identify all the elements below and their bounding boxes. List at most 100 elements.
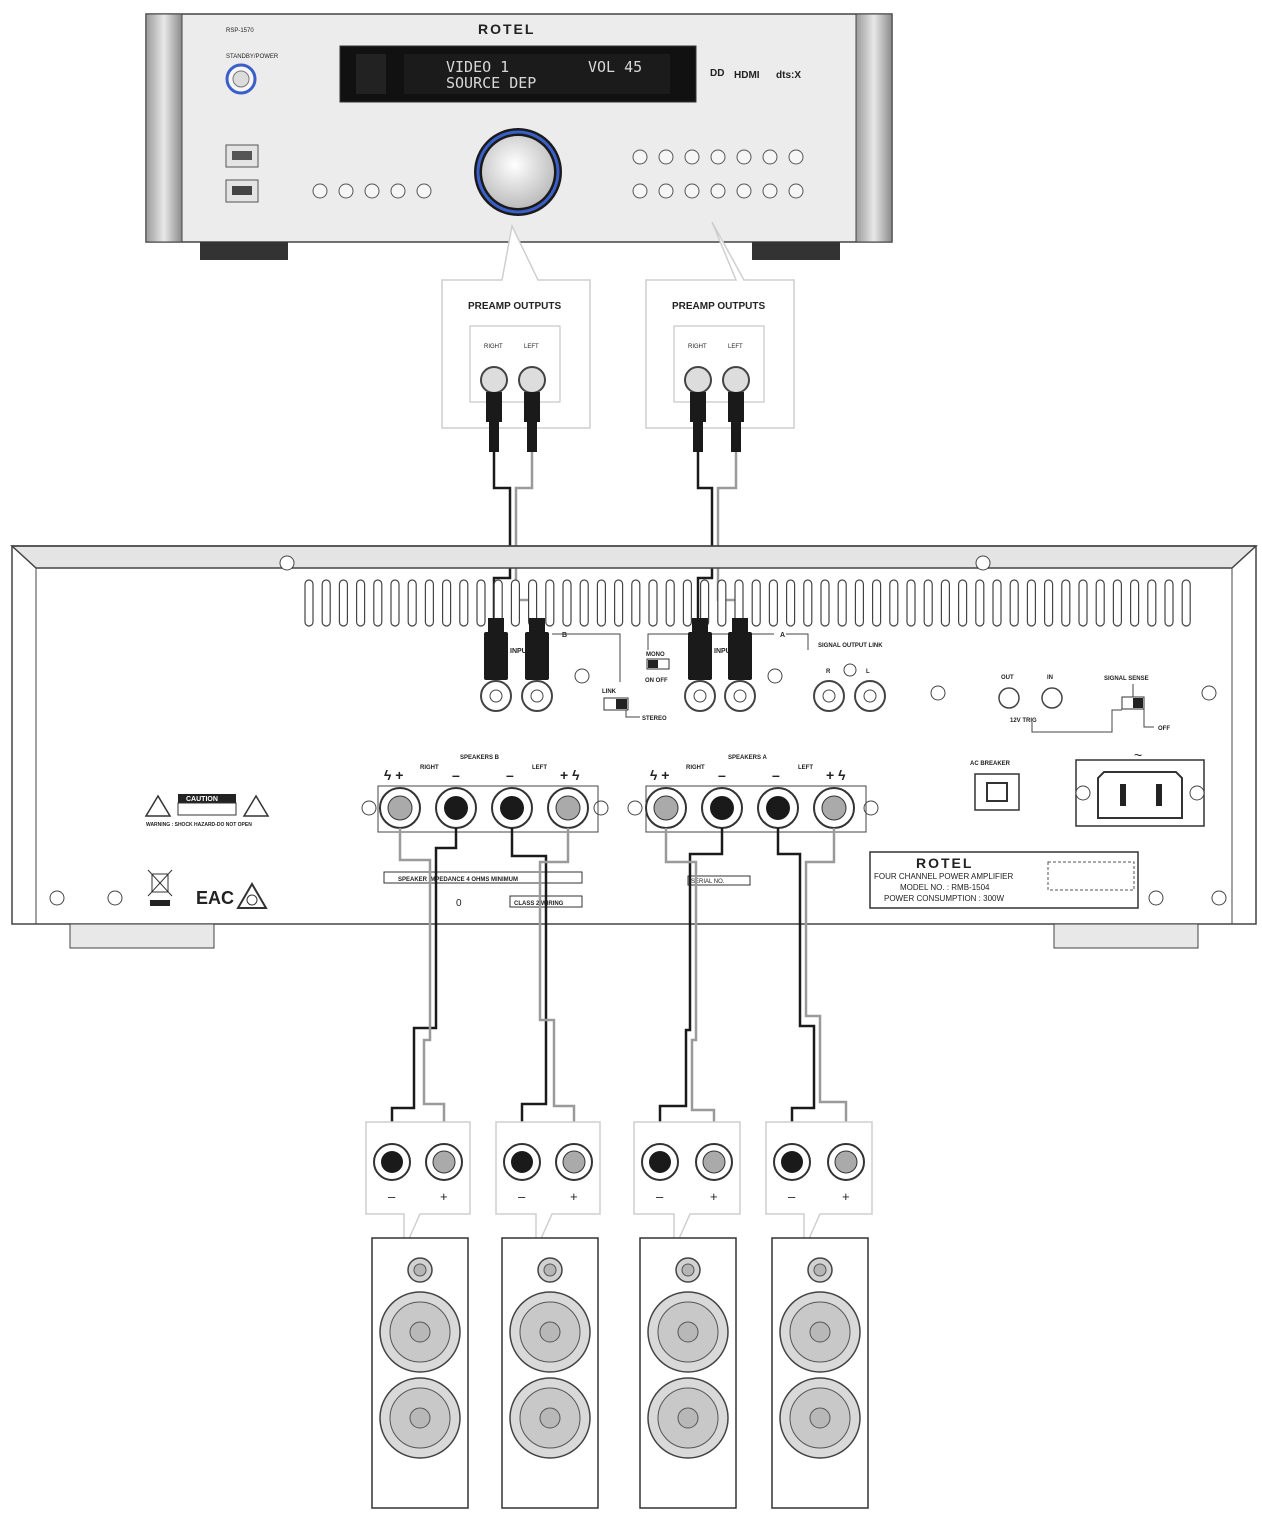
rcm-icon (236, 882, 268, 909)
rca-jack-left[interactable] (722, 366, 750, 394)
front-button[interactable] (762, 183, 778, 199)
preamp-model: RSP-1570 (226, 28, 254, 34)
svg-text:–: – (452, 767, 460, 783)
front-button[interactable] (736, 183, 752, 199)
vent-slot (940, 579, 951, 627)
callout-right-label: RIGHT (484, 344, 503, 350)
preamp-left-handle (145, 13, 183, 243)
serial-marker: 0 (456, 898, 462, 909)
rca-jack-left[interactable] (518, 366, 546, 394)
amplifier-unit: INPUT B INPUT A MONO ON OFF (10, 545, 1258, 949)
front-button[interactable] (364, 183, 380, 199)
trigger-in-jack[interactable] (1041, 687, 1063, 709)
svg-text:ϟ +: ϟ + (650, 767, 669, 783)
trigger-in-label: IN (1047, 675, 1053, 681)
display-line1: VIDEO 1 (446, 58, 509, 76)
front-button[interactable] (338, 183, 354, 199)
front-buttons-left (312, 183, 432, 199)
callout-left-label: LEFT (524, 344, 539, 350)
vent-slot (682, 579, 693, 627)
vent-slot (751, 579, 761, 627)
vent-slot (803, 579, 813, 627)
rca-plugs-top (486, 392, 744, 452)
compliance-icons: EAC 0 (147, 869, 462, 909)
trigger-out-label: OUT (1001, 675, 1014, 681)
callout-jack-panel (469, 325, 561, 403)
standby-button[interactable] (225, 63, 257, 95)
terminal-plus-label: + (570, 1189, 578, 1204)
front-button[interactable] (710, 149, 726, 165)
standby-label: STANDBY/POWER (226, 54, 279, 60)
vent-slot (957, 579, 968, 627)
vent-slot (579, 579, 589, 627)
callout-left-label: LEFT (728, 344, 743, 350)
ac-breaker-label: AC BREAKER (970, 761, 1011, 767)
front-button[interactable] (416, 183, 432, 199)
preamp-foot-right (752, 242, 840, 260)
volume-knob[interactable] (474, 128, 562, 216)
signal-sense-switch[interactable] (1121, 696, 1145, 710)
amp-rear-panel (11, 545, 1257, 925)
panel-screw (49, 555, 1227, 906)
vent-slot (1078, 579, 1088, 627)
terminal-minus-label: – (518, 1189, 526, 1204)
front-display: VIDEO 1 VOL 45 SOURCE DEP (339, 45, 697, 103)
speakers-a-left-label: LEFT (798, 765, 813, 771)
rating-plate: ROTEL FOUR CHANNEL POWER AMPLIFIER MODEL… (869, 851, 1139, 909)
input-b-label: INPUT (510, 648, 532, 655)
front-button[interactable] (736, 149, 752, 165)
speaker-terminal-callout-1: – + (365, 1121, 471, 1251)
plate-line3: POWER CONSUMPTION : 300W (884, 894, 1004, 903)
vent-slot (889, 579, 899, 627)
vent-slot (407, 579, 417, 627)
usb-port[interactable] (225, 144, 259, 168)
weee-icon (147, 869, 173, 906)
plate-brand: ROTEL (916, 855, 973, 871)
vent-slot (906, 579, 916, 627)
signal-sense-off-label: OFF (1158, 726, 1170, 732)
vent-slot (562, 579, 572, 627)
vent-slot (648, 579, 658, 627)
front-button[interactable] (658, 183, 674, 199)
front-button[interactable] (632, 149, 648, 165)
trigger-out-jack[interactable] (998, 687, 1020, 709)
ventilation-slots (304, 579, 1191, 627)
front-button[interactable] (788, 183, 804, 199)
mono-switch[interactable] (646, 658, 670, 670)
terminal-minus-label: – (788, 1189, 796, 1204)
vent-slot (596, 579, 607, 627)
front-button[interactable] (684, 183, 700, 199)
front-button[interactable] (710, 183, 726, 199)
front-button[interactable] (788, 149, 804, 165)
display-line2: SOURCE DEP (446, 74, 536, 92)
rca-plug (690, 392, 706, 422)
input-a-label: INPUT (714, 648, 736, 655)
link-label: LINK (602, 689, 617, 695)
ac-breaker-button[interactable] (974, 773, 1020, 811)
vent-slot (1147, 579, 1157, 627)
front-button[interactable] (390, 183, 406, 199)
hdmi-front-port[interactable] (225, 179, 259, 203)
callout-right-label: RIGHT (688, 344, 707, 350)
eac-mark: EAC (196, 888, 234, 908)
rca-jack-right[interactable] (480, 366, 508, 394)
speakers-b-left-label: LEFT (532, 765, 547, 771)
link-switch[interactable] (603, 697, 629, 711)
plate-line2: MODEL NO. : RMB-1504 (900, 883, 990, 892)
preamp-outputs-callout-1: PREAMP OUTPUTS RIGHT LEFT (441, 223, 591, 429)
front-buttons-right (632, 149, 804, 199)
terminal-minus-label: – (656, 1189, 664, 1204)
front-button[interactable] (632, 183, 648, 199)
preamp-right-handle (855, 13, 893, 243)
svg-text:+ ϟ: + ϟ (560, 767, 580, 783)
serial-label: SERIAL NO. (691, 879, 725, 885)
front-button[interactable] (684, 149, 700, 165)
terminal-minus-label: – (388, 1189, 396, 1204)
vent-slot (1164, 579, 1174, 627)
speaker-cabinet (371, 1237, 469, 1509)
rca-jack-right[interactable] (684, 366, 712, 394)
power-inlet[interactable] (1075, 759, 1205, 827)
front-button[interactable] (312, 183, 328, 199)
front-button[interactable] (762, 149, 778, 165)
front-button[interactable] (658, 149, 674, 165)
